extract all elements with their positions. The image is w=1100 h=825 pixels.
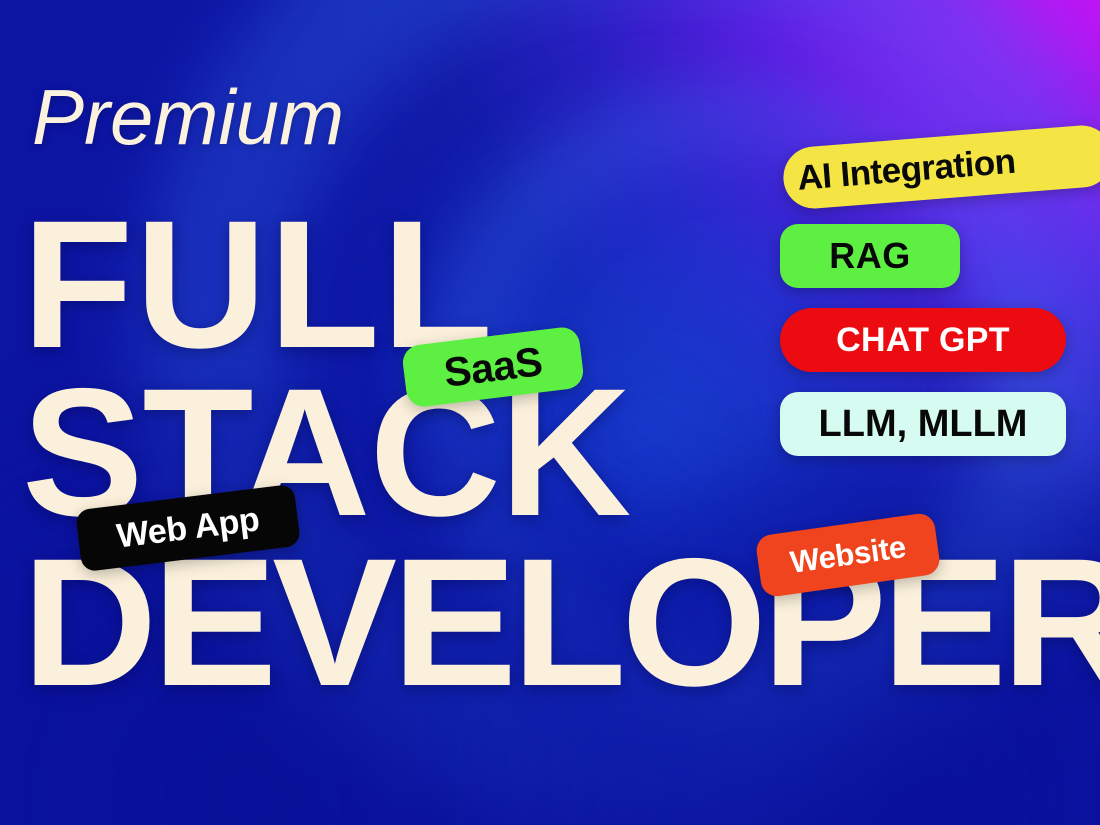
badge-rag[interactable]: RAG [780,224,960,288]
badge-llm-mllm[interactable]: LLM, MLLM [780,392,1066,456]
eyebrow-premium: Premium [32,73,345,161]
headline-line-full: FULL [22,182,495,386]
headline-line-developer: DEVELOPER [22,520,1100,724]
badge-chat-gpt[interactable]: CHAT GPT [780,308,1066,372]
